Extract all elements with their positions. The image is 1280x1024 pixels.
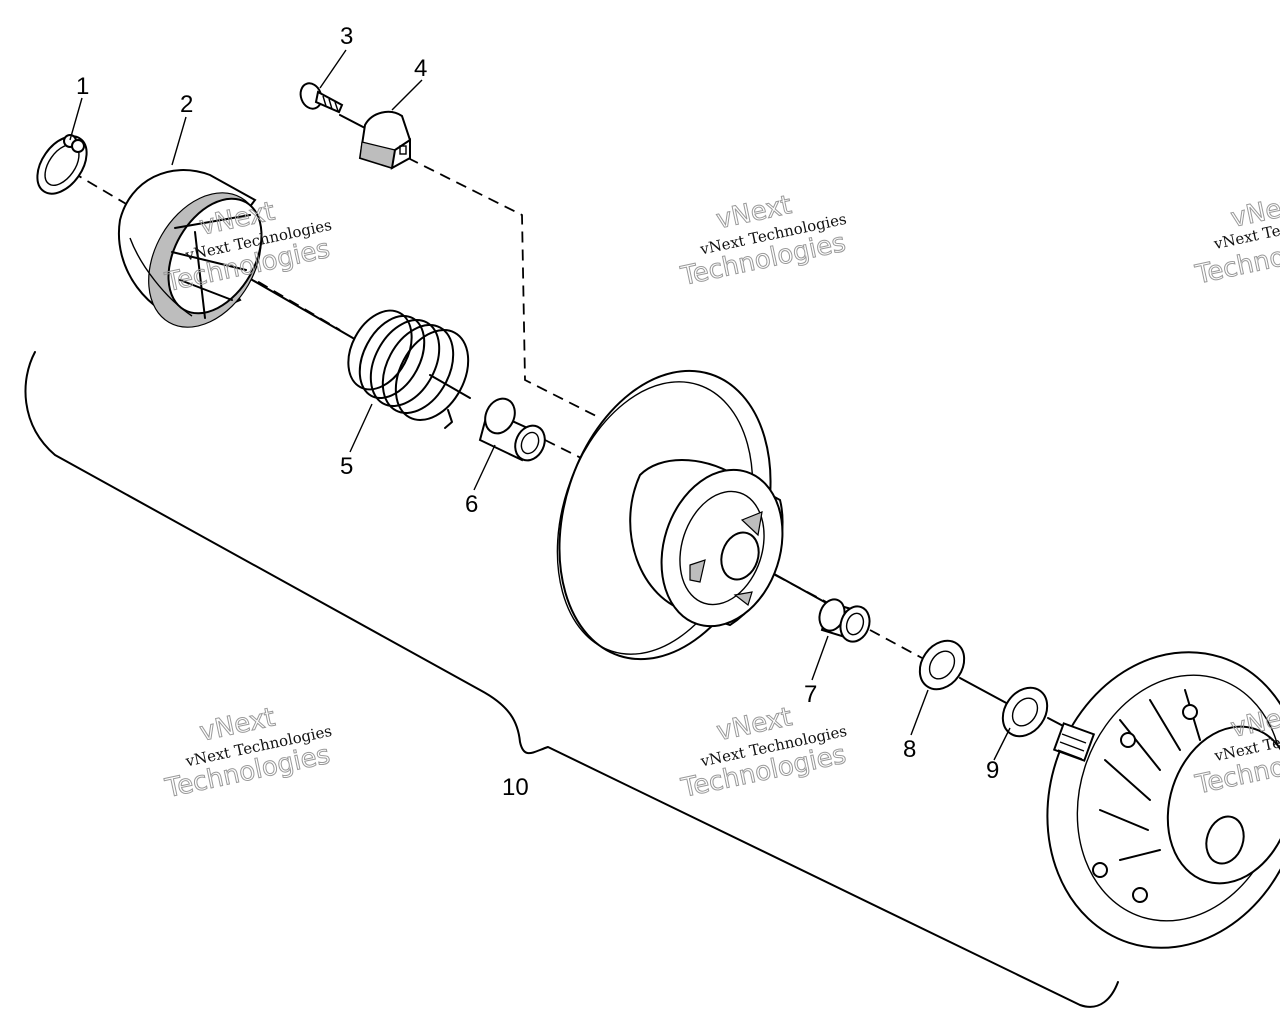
watermark-bottom-center: vNext vNext Technologies Technologies	[678, 702, 850, 805]
snap-ring-part	[36, 134, 88, 195]
washer-8-part	[918, 639, 966, 691]
helix-cam-part	[117, 169, 263, 328]
label-part-2: 2	[180, 91, 193, 118]
label-part-9: 9	[986, 757, 999, 784]
watermark-top-center: vNext vNext Technologies Technologies	[677, 190, 849, 293]
button-part	[358, 110, 412, 170]
watermark-bottom-right: vNext vNext Technologies Technologies	[1192, 698, 1280, 801]
bushing-part	[478, 397, 546, 462]
watermark-bottom-left: vNext vNext Technologies Technologies	[162, 702, 334, 805]
watermark-top-left: vNext vNext Technologies Technologies	[161, 196, 333, 299]
assembly-axis	[71, 114, 1280, 868]
label-part-8: 8	[903, 736, 916, 763]
label-part-7: 7	[804, 681, 817, 708]
label-part-3: 3	[340, 23, 353, 50]
washer-9-part	[1001, 686, 1049, 738]
bearing-part	[818, 598, 871, 643]
label-part-4: 4	[414, 55, 427, 82]
movable-sheave-part	[556, 369, 784, 661]
assembly-bracket	[24, 351, 1119, 1008]
label-part-5: 5	[340, 453, 353, 480]
label-part-6: 6	[465, 491, 478, 518]
label-part-1: 1	[76, 73, 89, 100]
watermark-top-right: vNext vNext Technologies Technologies	[1192, 188, 1280, 291]
label-part-10: 10	[502, 774, 529, 801]
stationary-sheave-part	[1046, 651, 1280, 949]
screw-part	[299, 82, 344, 114]
spring-part	[347, 309, 470, 429]
part-labels: 1 2 3 4 5 6 7 8 9 10	[76, 23, 999, 801]
label-leaders	[69, 49, 1011, 761]
